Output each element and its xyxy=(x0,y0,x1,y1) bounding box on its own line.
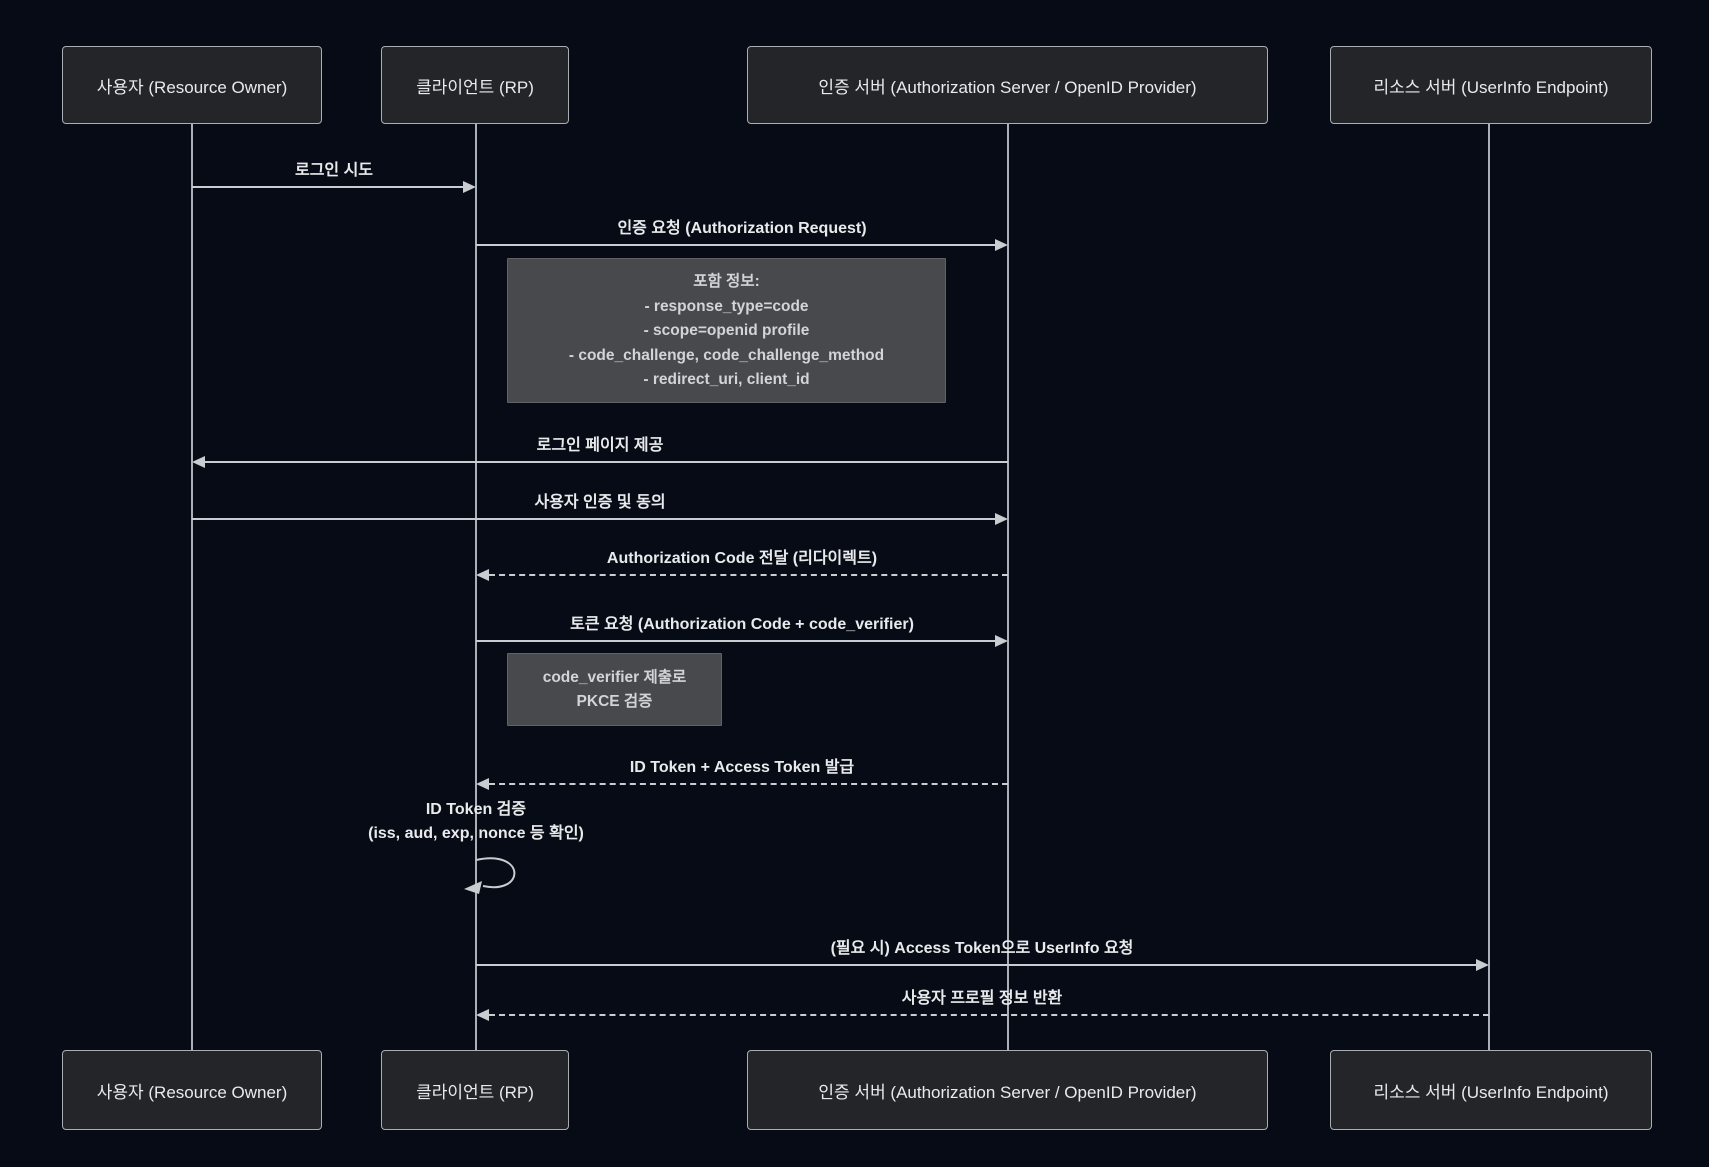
message-userinfo-request-label: (필요 시) Access Token으로 UserInfo 요청 xyxy=(830,940,1134,957)
message-token-issue-line xyxy=(489,783,1008,785)
message-auth-code-line xyxy=(489,574,1008,576)
message-token-request-line xyxy=(476,640,995,642)
arrowhead-left-icon xyxy=(192,456,205,468)
message-profile-return-label: 사용자 프로필 정보 반환 xyxy=(901,990,1063,1007)
message-user-consent-line xyxy=(192,518,995,520)
note-line: - redirect_uri, client_id xyxy=(643,371,810,388)
note-line: - scope=openid profile xyxy=(643,322,810,339)
arrowhead-right-icon xyxy=(995,239,1008,251)
actor-resource-bottom: 리소스 서버 (UserInfo Endpoint) xyxy=(1330,1050,1652,1130)
message-profile-return-line xyxy=(489,1014,1489,1016)
actor-client-label: 클라이언트 (RP) xyxy=(416,1082,534,1102)
arrowhead-right-icon xyxy=(463,181,476,193)
arrowhead-right-icon xyxy=(995,635,1008,647)
actor-user-label: 사용자 (Resource Owner) xyxy=(96,77,288,97)
note-line: PKCE 검증 xyxy=(576,693,653,710)
note-line: - response_type=code xyxy=(644,297,809,315)
message-idtoken-verify-label2: (iss, aud, exp, nonce 등 확인) xyxy=(368,825,584,842)
note-line: code_verifier 제출로 xyxy=(542,669,687,686)
message-auth-code-label: Authorization Code 전달 (리다이렉트) xyxy=(606,550,878,567)
message-userinfo-request-line xyxy=(476,964,1476,966)
actor-auth-label: 인증 서버 (Authorization Server / OpenID Pro… xyxy=(818,77,1197,97)
lifeline-client xyxy=(475,124,477,1050)
arrowhead-left-icon xyxy=(476,778,489,790)
actor-auth-top: 인증 서버 (Authorization Server / OpenID Pro… xyxy=(747,46,1268,124)
actor-user-label: 사용자 (Resource Owner) xyxy=(96,1082,288,1102)
actor-client-bottom: 클라이언트 (RP) xyxy=(381,1050,569,1130)
actor-resource-label: 리소스 서버 (UserInfo Endpoint) xyxy=(1373,77,1609,97)
arrowhead-left-icon xyxy=(476,1009,489,1021)
actor-auth-label: 인증 서버 (Authorization Server / OpenID Pro… xyxy=(818,1082,1197,1102)
note-line: - code_challenge, code_challenge_method xyxy=(568,346,885,364)
note-authorization-request-params: 포함 정보: - response_type=code - scope=open… xyxy=(507,258,946,403)
arrowhead-right-icon xyxy=(1476,959,1489,971)
message-user-consent-label: 사용자 인증 및 동의 xyxy=(534,494,666,511)
actor-auth-bottom: 인증 서버 (Authorization Server / OpenID Pro… xyxy=(747,1050,1268,1130)
message-login-attempt-label: 로그인 시도 xyxy=(294,162,374,179)
lifeline-auth xyxy=(1007,124,1009,1050)
self-loop-arrow-icon xyxy=(464,857,516,894)
arrowhead-right-icon xyxy=(995,513,1008,525)
note-pkce-verification: code_verifier 제출로 PKCE 검증 xyxy=(507,653,722,726)
actor-resource-label: 리소스 서버 (UserInfo Endpoint) xyxy=(1373,1082,1609,1102)
note-line: 포함 정보: xyxy=(693,273,760,290)
message-idtoken-verify-label: ID Token 검증 xyxy=(425,801,527,818)
arrowhead-left-icon xyxy=(476,569,489,581)
message-login-attempt-line xyxy=(192,186,463,188)
actor-client-label: 클라이언트 (RP) xyxy=(416,77,534,97)
actor-resource-top: 리소스 서버 (UserInfo Endpoint) xyxy=(1330,46,1652,124)
lifeline-resource xyxy=(1488,124,1490,1050)
message-token-issue-label: ID Token + Access Token 발급 xyxy=(629,759,855,776)
lifeline-user xyxy=(191,124,193,1050)
message-auth-request-label: 인증 요청 (Authorization Request) xyxy=(617,220,867,237)
message-token-request-label: 토큰 요청 (Authorization Code + code_verifie… xyxy=(570,616,914,633)
message-login-page-line xyxy=(205,461,1008,463)
message-auth-request-line xyxy=(476,244,995,246)
message-login-page-label: 로그인 페이지 제공 xyxy=(536,437,664,454)
actor-user-top: 사용자 (Resource Owner) xyxy=(62,46,322,124)
actor-client-top: 클라이언트 (RP) xyxy=(381,46,569,124)
actor-user-bottom: 사용자 (Resource Owner) xyxy=(62,1050,322,1130)
